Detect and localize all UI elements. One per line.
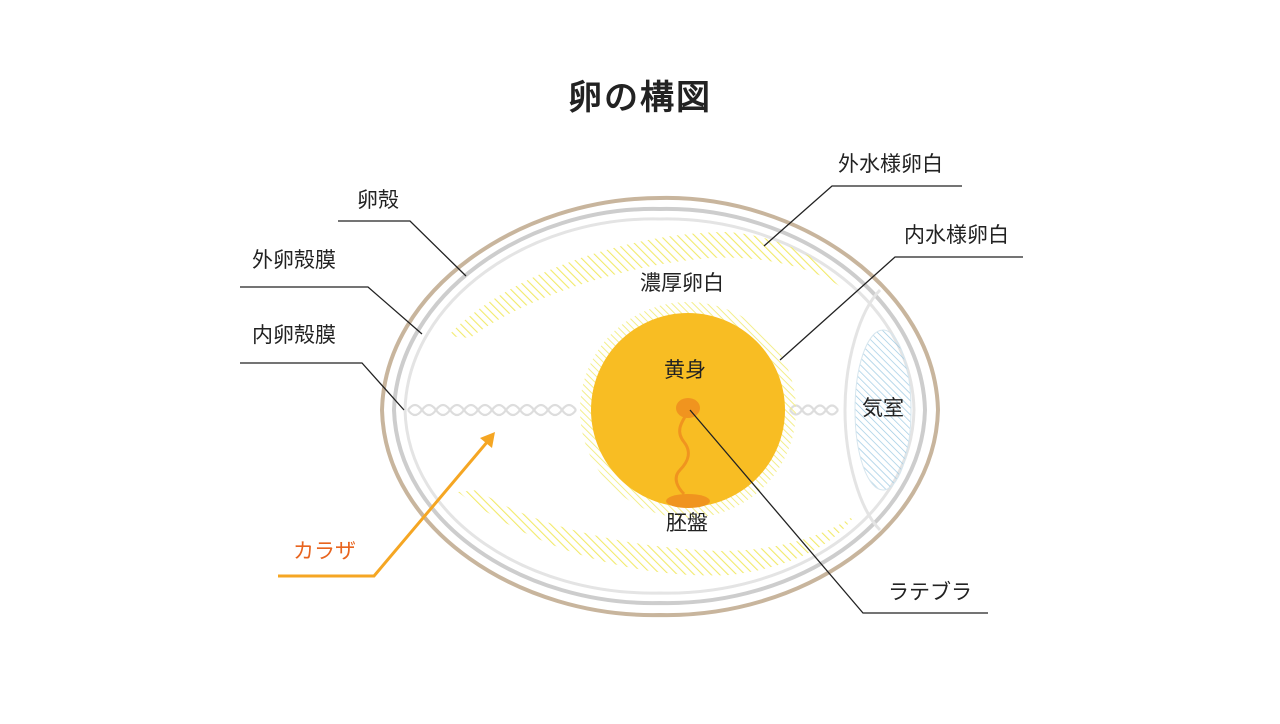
label-inner-thin-white: 内水様卵白: [904, 223, 1009, 247]
chalaza-arrow: [278, 432, 495, 578]
outer-shell-membrane: [391, 206, 928, 606]
leader-inner-thin-white: [779, 256, 1023, 361]
diagram-title: 卵の構図: [568, 78, 712, 118]
latebra: [666, 398, 710, 508]
label-shell: 卵殻: [357, 188, 399, 212]
label-yolk: 黄身: [664, 358, 706, 382]
chalaza-cord-left: [407, 403, 577, 417]
chalaza-cord-right: [789, 404, 839, 416]
leader-inner-membrane: [240, 362, 405, 411]
outer-thin-white-bottom: [458, 490, 855, 576]
leader-lines: [240, 185, 1023, 614]
inner-shell-membrane: [403, 217, 916, 595]
leader-outer-thin-white: [763, 185, 962, 247]
label-outer-shell-membrane: 外卵殻膜: [252, 248, 336, 272]
label-blastoderm: 胚盤: [666, 511, 708, 535]
label-latebra: ラテブラ: [888, 580, 972, 604]
outer-thin-white-top: [448, 232, 845, 338]
leader-outer-membrane: [240, 286, 423, 335]
air-cell: [843, 288, 912, 532]
leader-latebra: [689, 409, 988, 614]
label-chalaza: カラザ: [293, 539, 356, 563]
leader-shell: [338, 220, 467, 277]
label-thick-white: 濃厚卵白: [640, 271, 724, 295]
label-outer-thin-white: 外水様卵白: [838, 152, 943, 176]
label-inner-shell-membrane: 内卵殻膜: [252, 323, 336, 347]
label-air-cell: 気室: [862, 396, 904, 420]
